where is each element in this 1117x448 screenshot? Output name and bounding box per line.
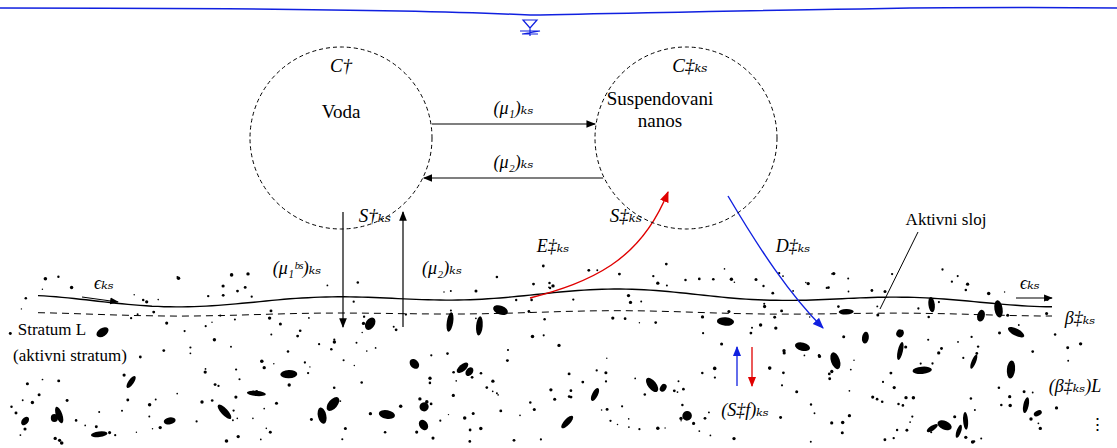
compartment-name: Suspendovani nanos — [605, 88, 715, 132]
fraction-label: (β‡ₖₛ)L — [1049, 376, 1102, 397]
layer-name: Aktivni sloj — [906, 210, 987, 230]
exchange-arrow-up — [402, 212, 403, 327]
source-symbol: S‡ₖₛ — [610, 205, 642, 227]
epsilon-arrow-right — [1016, 297, 1052, 298]
epsilon-arrow-left — [82, 297, 118, 302]
concentration-symbol: C† — [330, 55, 352, 77]
transfer-arrow — [432, 123, 595, 124]
stratum-name: Stratum L — [18, 320, 86, 340]
compartment-circle: C† VodaS†ₖₛ — [249, 46, 433, 230]
continuation-mark: ⋮ — [1089, 415, 1106, 435]
transfer-label: (μ₂)ₖₛ — [494, 152, 534, 173]
active-layer-bottom — [38, 311, 1052, 316]
source-symbol: S†ₖₛ — [359, 205, 391, 227]
fraction-label: β‡ₖₛ — [1065, 308, 1096, 329]
erosion-arrow — [530, 192, 668, 298]
dashed-circle — [250, 47, 432, 229]
flux-label: (μ₂)ₖₛ — [422, 258, 462, 279]
stratum-note: (aktivni stratum) — [13, 346, 127, 366]
water-level-symbol — [520, 20, 540, 36]
deposition-arrow — [728, 196, 823, 328]
sediment-grains — [9, 263, 1082, 445]
compartment-name: Voda — [322, 101, 361, 123]
transfer-arrow — [424, 177, 603, 178]
flux-label: (S‡f)ₖₛ — [721, 400, 769, 421]
water-surface — [0, 8, 1117, 15]
compartment-circle: C‡ₖₛSuspendovani nanosS‡ₖₛ — [594, 46, 778, 230]
flux-arrow-up — [736, 347, 737, 386]
flux-arrow-down — [751, 347, 752, 386]
epsilon-label: ϵₖₛ — [1020, 273, 1040, 294]
leader-line — [880, 232, 918, 309]
erosion-label: E‡ₖₛ — [537, 236, 570, 257]
deposition-label: D‡ₖₛ — [776, 236, 811, 257]
bed-surface — [38, 289, 1052, 307]
epsilon-label: ϵₖₛ — [94, 273, 114, 294]
dashed-circle — [595, 47, 777, 229]
flux-label: (μ₁ᵇˢ)ₖₛ — [273, 258, 322, 279]
transfer-label: (μ₁)ₖₛ — [494, 98, 534, 119]
concentration-symbol: C‡ₖₛ — [672, 55, 708, 77]
